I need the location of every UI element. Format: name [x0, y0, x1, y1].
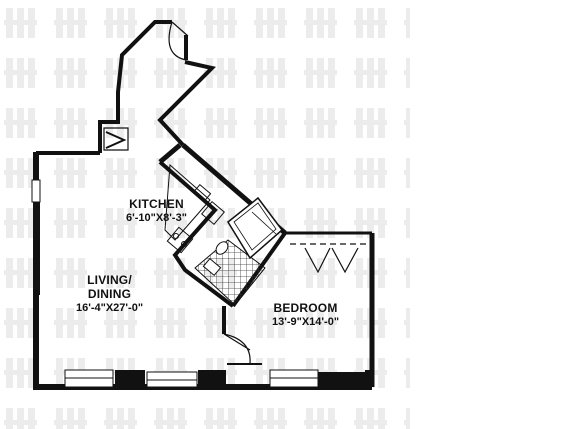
kitchen-stove [166, 226, 194, 254]
bedroom-dims: 13'-9"X14'-0" [272, 315, 340, 328]
living-name-line1: LIVING/ [87, 273, 132, 287]
living-dining-label: LIVING/ DINING 16'-4"X27'-0" [76, 273, 144, 314]
windows [31, 179, 319, 388]
kitchen-fridge [201, 201, 225, 225]
kitchen-label: KITCHEN 6'-10"X8'-3" [126, 197, 187, 224]
living-dims: 16'-4"X27'-0" [76, 301, 144, 314]
bedroom-name: BEDROOM [273, 301, 338, 315]
wall-blocks [33, 195, 372, 390]
wall-block-right-bottom [365, 370, 372, 390]
kitchen-dims: 6'-10"X8'-3" [126, 211, 187, 224]
wall-entry-right [157, 35, 216, 147]
doors [103, 21, 370, 365]
window-left [31, 179, 41, 203]
kitchen-sink [192, 183, 212, 203]
kitchen-fixtures [164, 163, 225, 254]
living-name-line2: DINING [87, 286, 132, 301]
door-hall-closet [103, 127, 129, 151]
bathroom-toilet [215, 241, 229, 255]
wall-entry-left [98, 20, 172, 153]
door-bedroom [223, 333, 251, 365]
door-closet-bifold [304, 247, 359, 274]
door-hall-closet-swing [105, 131, 127, 149]
wall-kitchen-upper [158, 143, 182, 164]
watermark-background [0, 0, 410, 429]
wall-block-bottom-1 [115, 370, 145, 390]
bathroom [194, 196, 284, 306]
door-entry [168, 21, 189, 61]
bathroom-tub [227, 196, 284, 260]
bathroom-vanity [202, 257, 222, 277]
wall-kitchen-lower-diag [158, 160, 235, 308]
wall-block-bottom-2 [198, 370, 226, 390]
wall-block-bottom-3 [318, 372, 370, 390]
wall-block-left [33, 195, 40, 295]
kitchen-name: KITCHEN [129, 197, 184, 211]
bedroom-label: BEDROOM 13'-9"X14'-0" [272, 301, 340, 328]
